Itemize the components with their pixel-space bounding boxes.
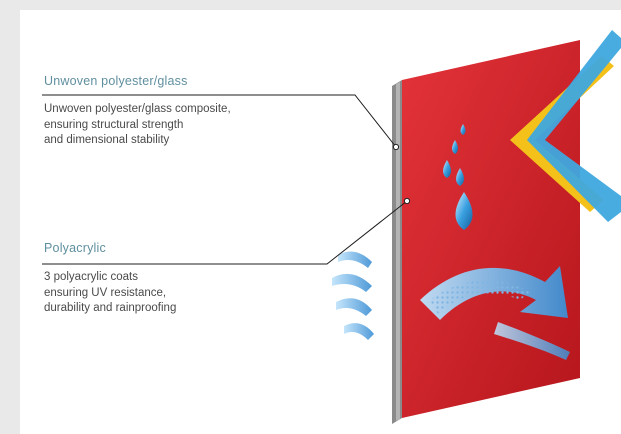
layer-description: Unwoven polyester/glass composite, ensur… xyxy=(44,102,231,149)
connector-lines xyxy=(42,94,408,265)
description-line: 3 polyacrylic coats xyxy=(44,271,138,283)
marker-dot xyxy=(403,197,411,205)
marker-dot xyxy=(392,143,400,151)
water-drops-icon xyxy=(443,124,473,230)
wind-icon xyxy=(332,251,374,340)
description-line: durability and rainproofing xyxy=(44,302,177,314)
description-line: ensuring structural strength xyxy=(44,118,184,131)
connector-polyacrylic xyxy=(42,200,408,265)
red-panel xyxy=(402,40,580,418)
layer-description: 3 polyacrylic coats ensuring UV resistan… xyxy=(44,270,176,317)
description-line: ensuring UV resistance, xyxy=(44,286,167,299)
wind-through-icon xyxy=(420,266,570,360)
layer-title: Unwoven polyester/glass xyxy=(44,74,188,88)
uv-rays-icon xyxy=(510,30,621,222)
connector-polyester xyxy=(42,94,397,148)
description-line: and dimensional stability xyxy=(44,134,170,146)
layer-title: Polyacrylic xyxy=(44,241,106,255)
description-line: Unwoven polyester/glass composite, xyxy=(44,103,231,115)
